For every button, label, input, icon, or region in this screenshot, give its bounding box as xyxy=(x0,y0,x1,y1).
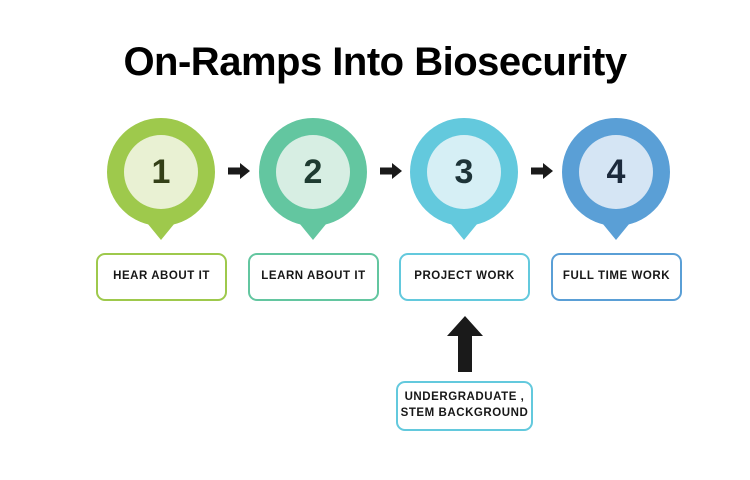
arrow-right-icon xyxy=(380,163,402,179)
step-label-text-3: PROJECT WORK xyxy=(414,270,515,283)
page-title: On-Ramps Into Biosecurity xyxy=(123,40,627,84)
step-label-text-4: FULL TIME WORK xyxy=(562,270,671,283)
entry-point-label-line1: UNDERGRADUATE , xyxy=(404,391,525,404)
pin-shape-icon xyxy=(107,118,215,240)
step-number-4: 4 xyxy=(606,153,626,191)
step-number-1: 1 xyxy=(151,153,171,191)
step-label-box-3[interactable]: PROJECT WORK xyxy=(399,253,530,301)
step-label-text-2: LEARN ABOUT IT xyxy=(261,270,366,283)
step-pin-2[interactable]: 2 xyxy=(259,118,367,240)
entry-point-label-box[interactable]: UNDERGRADUATE , STEM BACKGROUND xyxy=(396,381,533,431)
arrow-right-icon xyxy=(531,163,553,179)
entry-point-label-text: UNDERGRADUATE , STEM BACKGROUND xyxy=(401,390,529,421)
arrow-right-icon xyxy=(228,163,250,179)
connector-arrow-1 xyxy=(228,160,250,182)
step-pin-1[interactable]: 1 xyxy=(107,118,215,240)
step-pin-4[interactable]: 4 xyxy=(562,118,670,240)
step-label-box-4[interactable]: FULL TIME WORK xyxy=(551,253,682,301)
step-label-box-1[interactable]: HEAR ABOUT IT xyxy=(96,253,227,301)
pin-shape-icon xyxy=(259,118,367,240)
arrow-up-icon xyxy=(447,316,483,372)
step-pin-3[interactable]: 3 xyxy=(410,118,518,240)
entry-point-arrow xyxy=(447,316,483,372)
pin-shape-icon xyxy=(410,118,518,240)
step-label-text-1: HEAR ABOUT IT xyxy=(113,270,210,283)
entry-point-label-line2: STEM BACKGROUND xyxy=(400,407,529,419)
step-number-2: 2 xyxy=(303,153,323,191)
step-label-box-2[interactable]: LEARN ABOUT IT xyxy=(248,253,379,301)
step-number-3: 3 xyxy=(454,153,474,191)
connector-arrow-2 xyxy=(380,160,402,182)
connector-arrow-3 xyxy=(531,160,553,182)
pin-shape-icon xyxy=(562,118,670,240)
